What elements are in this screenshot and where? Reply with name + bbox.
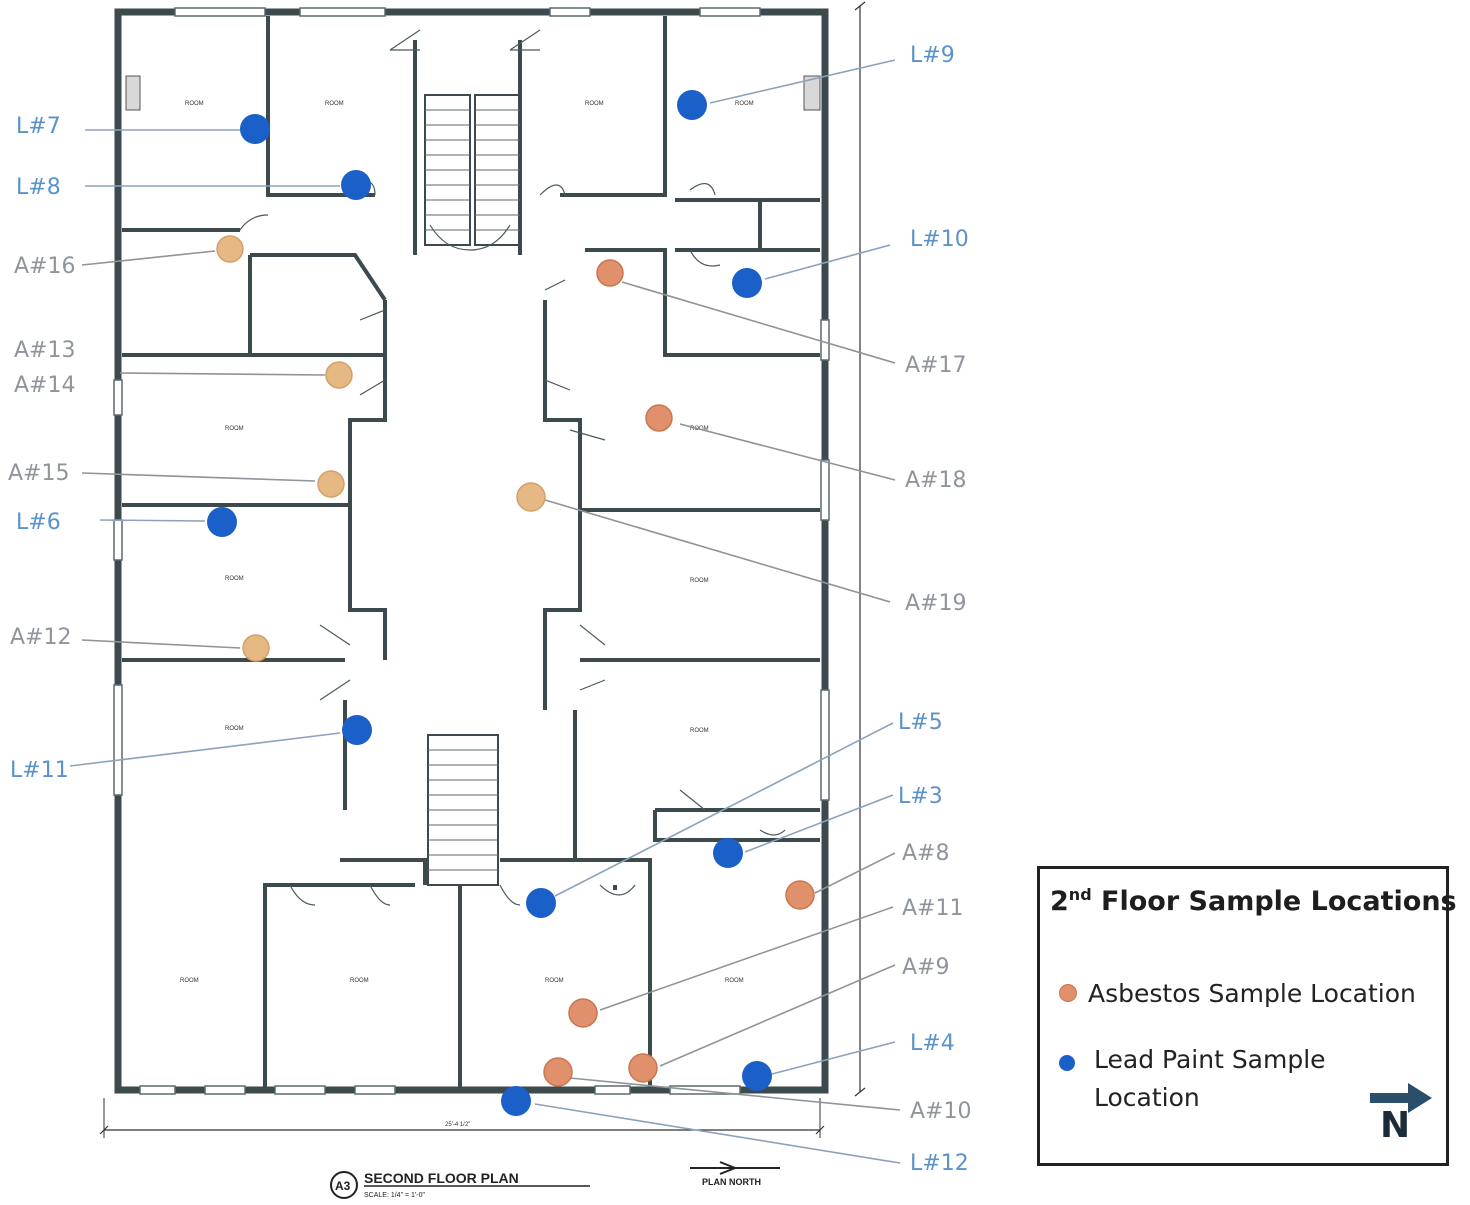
label-l5: L#5 — [898, 710, 943, 735]
room-tag: ROOM — [735, 101, 754, 107]
room-tag: ROOM — [690, 578, 709, 584]
room-tag: ROOM — [225, 726, 244, 732]
label-a15: A#15 — [8, 461, 69, 486]
sample-labels: L#7 L#8 A#16 A#13 A#14 A#15 L#6 A#12 L#1… — [8, 43, 971, 1176]
lead-sample-l11 — [342, 715, 372, 745]
label-l9: L#9 — [910, 43, 955, 68]
label-a14: A#14 — [14, 373, 75, 398]
room-tag: ROOM — [225, 576, 244, 582]
asbestos-sample-a12 — [242, 634, 270, 662]
label-l3: L#3 — [898, 784, 943, 809]
asbestos-sample-a10 — [543, 1057, 573, 1087]
asbestos-sample-a17 — [596, 259, 624, 287]
legend-title-text: Floor Sample Locations — [1091, 886, 1457, 917]
asbestos-legend-dot — [1059, 984, 1077, 1002]
room-tag: ROOM — [350, 978, 369, 984]
label-a16: A#16 — [14, 254, 75, 279]
label-l6: L#6 — [16, 510, 61, 535]
asbestos-sample-a8 — [785, 880, 815, 910]
room-tags: ROOM ROOM ROOM ROOM ROOM ROOM ROOM ROOM … — [180, 101, 754, 984]
asbestos-legend-label: Asbestos Sample Location — [1088, 979, 1416, 1008]
north-label: N — [1380, 1105, 1411, 1146]
room-tag: ROOM — [725, 978, 744, 984]
lead-sample-l10 — [732, 268, 762, 298]
lead-legend-label-line1: Lead Paint Sample — [1094, 1045, 1326, 1074]
lead-legend-dot — [1059, 1055, 1075, 1071]
room-tag: ROOM — [585, 101, 604, 107]
label-l12: L#12 — [910, 1151, 969, 1176]
label-a9: A#9 — [902, 955, 949, 980]
plan-scale: SCALE: 1/4" = 1'-0" — [364, 1192, 425, 1199]
plan-north-note: PLAN NORTH — [702, 1177, 761, 1187]
room-tag: ROOM — [690, 728, 709, 734]
room-tag: ROOM — [185, 101, 204, 107]
room-tag: ROOM — [180, 978, 199, 984]
sample-markers — [207, 90, 815, 1116]
stairs — [424, 94, 521, 886]
legend-title: 2nd Floor Sample Locations — [1050, 885, 1457, 917]
asbestos-sample-a13-a14 — [325, 361, 353, 389]
asbestos-sample-a16 — [216, 235, 244, 263]
north-arrow-icon — [1370, 1083, 1432, 1113]
label-a12: A#12 — [10, 625, 71, 650]
legend-title-ordinal: nd — [1068, 885, 1092, 904]
label-a10: A#10 — [910, 1099, 971, 1124]
plan-title: SECOND FLOOR PLAN — [364, 1170, 519, 1186]
room-tag: ROOM — [325, 101, 344, 107]
building-outline — [113, 7, 830, 1095]
asbestos-sample-a18 — [645, 404, 673, 432]
asbestos-sample-a19 — [516, 482, 546, 512]
room-tag: ROOM — [545, 978, 564, 984]
lead-sample-l12 — [501, 1086, 531, 1116]
interior-walls — [122, 16, 820, 1090]
label-a17: A#17 — [905, 353, 966, 378]
label-l11: L#11 — [10, 758, 69, 783]
lead-sample-l4 — [742, 1061, 772, 1091]
lead-sample-l7 — [240, 114, 270, 144]
label-l8: L#8 — [16, 175, 61, 200]
label-l7: L#7 — [16, 114, 61, 139]
asbestos-sample-a11 — [568, 998, 598, 1028]
sheet-id: A3 — [335, 1179, 351, 1193]
lead-sample-l3 — [713, 838, 743, 868]
label-a8: A#8 — [902, 841, 949, 866]
label-a13: A#13 — [14, 338, 75, 363]
lead-sample-l9 — [677, 90, 707, 120]
legend: 2nd Floor Sample Locations Asbestos Samp… — [1037, 866, 1457, 1166]
legend-title-number: 2 — [1050, 886, 1069, 917]
asbestos-sample-a9 — [628, 1053, 658, 1083]
label-l4: L#4 — [910, 1031, 955, 1056]
doors — [239, 29, 786, 906]
label-a19: A#19 — [905, 591, 966, 616]
asbestos-sample-a15 — [317, 470, 345, 498]
leader-lines — [69, 59, 901, 1164]
label-a18: A#18 — [905, 468, 966, 493]
room-tag: ROOM — [225, 426, 244, 432]
dimension-lines: 25'-4 1/2" — [99, 1, 866, 1138]
label-l10: L#10 — [910, 227, 969, 252]
plan-title-block: A3 SECOND FLOOR PLAN SCALE: 1/4" = 1'-0"… — [330, 1161, 780, 1199]
lead-legend-label-line2: Location — [1094, 1083, 1200, 1112]
lead-sample-l6 — [207, 507, 237, 537]
width-dimension: 25'-4 1/2" — [445, 1122, 470, 1128]
lead-sample-l5 — [526, 888, 556, 918]
lead-sample-l8 — [341, 170, 371, 200]
label-a11: A#11 — [902, 896, 963, 921]
